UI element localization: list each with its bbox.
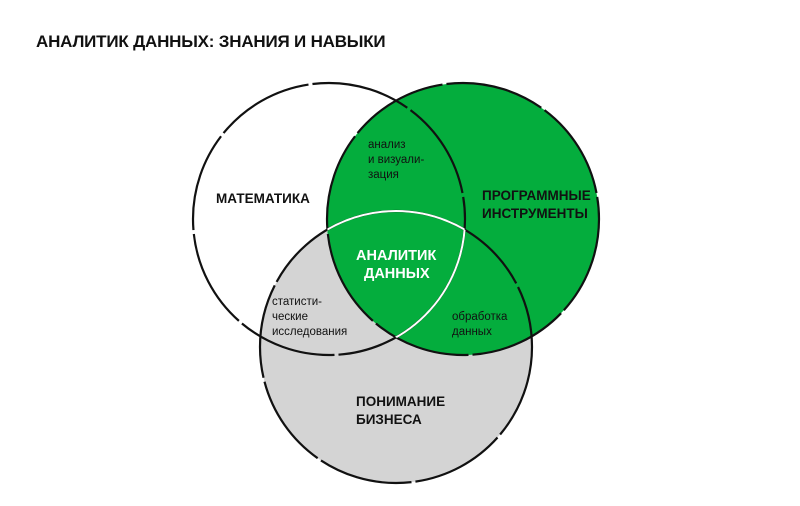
math-business-label-line3: исследования [272,326,347,338]
math-tools-label-line3: зация [368,169,399,181]
math-circle-outline [191,81,467,357]
math-business-label-line1: статисти- [272,296,322,308]
business-label-line2: БИЗНЕСА [356,412,422,427]
math-label: МАТЕМАТИКА [216,191,310,206]
tools-label-line1: ПРОГРАММНЫЕ [482,188,591,203]
math-business-label-line2: ческие [272,311,308,323]
business-label-line1: ПОНИМАНИЕ [356,394,445,409]
math-tools-label-line1: анализ [368,139,406,151]
tools-business-label-line2: данных [452,326,492,338]
math-tools-label-line2: и визуали- [368,154,424,166]
center-label-line1: АНАЛИТИК [356,248,436,264]
center-label-line2: ДАННЫХ [364,266,430,282]
tools-label-line2: ИНСТРУМЕНТЫ [482,206,588,221]
center-arc-top [327,210,465,355]
tools-business-label-line1: обработка [452,311,508,323]
tools-circle-outline [325,81,601,357]
page-title: АНАЛИТИК ДАННЫХ: ЗНАНИЯ И НАВЫКИ [36,32,386,51]
